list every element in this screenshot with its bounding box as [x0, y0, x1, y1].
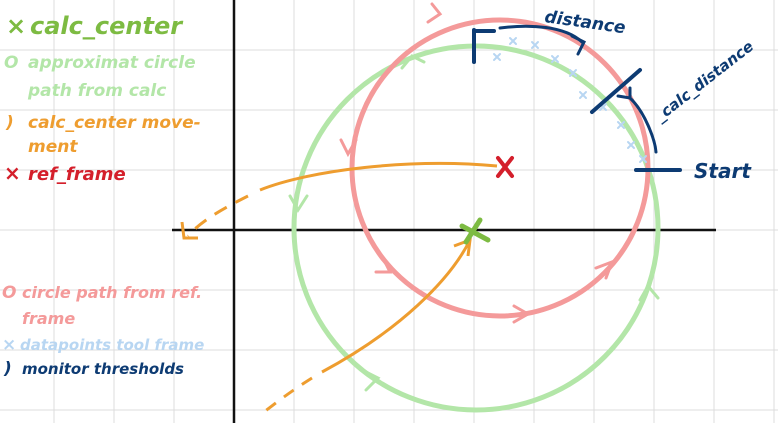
- ref-circle-path: [349, 17, 651, 319]
- legend-ref-circle-symbol: O: [2, 283, 16, 303]
- legend-calc-center-label: calc_center: [30, 12, 184, 40]
- red-arrow-3: [374, 254, 393, 274]
- legend-ref-circle-line1: circle path from ref.: [22, 283, 202, 302]
- legend: × calc_center O approximat circle path f…: [2, 12, 204, 379]
- green-arrow-2: [288, 194, 309, 213]
- legend-thresholds-label: monitor thresholds: [22, 360, 184, 378]
- legend-center-movement-line1: calc_center move-: [28, 113, 201, 133]
- start-label: Start: [694, 159, 752, 183]
- legend-center-movement-line2: ment: [28, 137, 78, 157]
- red-arrow-4: [512, 304, 532, 324]
- red-arrow-5: [594, 259, 615, 280]
- calc-center-marker: [459, 217, 491, 245]
- center-movement-upper: [259, 162, 498, 192]
- red-arrow-1: [426, 2, 443, 24]
- legend-datapoints-label: datapoints tool frame: [20, 336, 204, 354]
- center-movement-arrowhead: [180, 221, 198, 240]
- legend-ref-circle-line2: frame: [22, 309, 75, 328]
- ref-frame-marker: [496, 156, 514, 178]
- legend-ref-frame-symbol: ×: [4, 161, 21, 185]
- green-arrow-1: [400, 54, 426, 70]
- legend-center-movement-symbol: ): [5, 113, 14, 133]
- green-arrow-3: [360, 368, 381, 392]
- center-movement-lower-dashed: [263, 376, 313, 414]
- legend-thresholds-symbol: ): [3, 359, 12, 379]
- monitor-thresholds: [472, 24, 682, 172]
- green-arrow-4: [638, 283, 660, 302]
- legend-calc-center-symbol: ×: [6, 12, 26, 40]
- legend-datapoints-symbol: ×: [2, 335, 16, 355]
- datapoints: [493, 37, 647, 163]
- center-movement-lower: [321, 239, 472, 374]
- center-movement-upper-dashed: [186, 194, 249, 237]
- legend-approx-circle-line2: path from calc: [27, 81, 166, 101]
- legend-ref-frame-label: ref_frame: [28, 164, 126, 185]
- legend-approx-circle-symbol: O: [4, 53, 18, 73]
- legend-approx-circle-line1: approximat circle: [28, 53, 196, 73]
- red-arrow-2: [339, 138, 358, 158]
